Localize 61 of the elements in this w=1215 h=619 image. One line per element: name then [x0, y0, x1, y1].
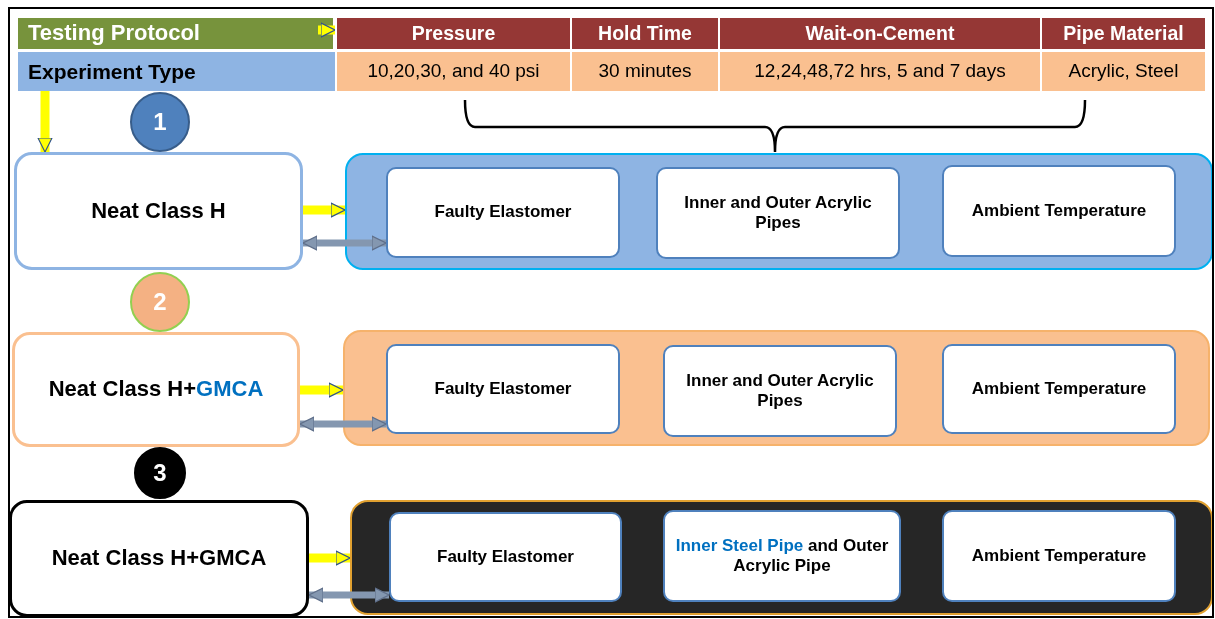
header-text: Wait-on-Cement — [805, 21, 955, 46]
step-number: 2 — [153, 287, 167, 317]
header-cell — [570, 18, 718, 49]
cell-text: 30 minutes — [598, 60, 692, 83]
header-text: Pressure — [411, 21, 496, 46]
condition-panel — [345, 153, 1213, 270]
table-cell — [18, 52, 335, 91]
header-text: Testing Protocol — [28, 20, 200, 47]
condition-box — [386, 167, 620, 258]
condition-box — [386, 344, 620, 434]
double-arrow — [308, 587, 390, 603]
header-cell — [718, 18, 1040, 49]
arrow — [309, 550, 351, 566]
condition-box — [942, 344, 1176, 434]
condition-text: Ambient Temperature — [971, 545, 1147, 567]
condition-box — [942, 165, 1176, 257]
table-cell — [570, 52, 718, 91]
condition-box — [656, 167, 900, 259]
condition-text: Inner and Outer Acrylic Pipes — [685, 370, 875, 412]
cell-text: 10,20,30, and 40 psi — [367, 60, 540, 83]
condition-text: Inner and Outer Acrylic Pipes — [683, 192, 873, 234]
header-cell — [18, 18, 335, 49]
table-cell — [1040, 52, 1205, 91]
step-number-circle — [134, 447, 186, 499]
condition-text: Faulty Elastomer — [437, 546, 574, 568]
step-number: 1 — [153, 107, 167, 137]
cell-text: Acrylic, Steel — [1068, 60, 1179, 83]
table-cell — [335, 52, 570, 91]
condition-box — [663, 510, 901, 602]
process-box — [14, 152, 303, 270]
box-label: Neat Class H — [91, 197, 226, 225]
cell-text: 12,24,48,72 hrs, 5 and 7 days — [754, 60, 1006, 83]
step-number-circle — [130, 92, 190, 152]
condition-text: Ambient Temperature — [971, 378, 1147, 400]
box-label: Neat Class H+GMCA — [51, 545, 267, 572]
header-text: Hold Time — [598, 21, 692, 46]
condition-panel — [343, 330, 1210, 446]
arrow — [300, 382, 344, 398]
table-cell — [718, 52, 1040, 91]
process-box — [9, 500, 309, 617]
step-number-circle — [130, 272, 190, 332]
double-arrow — [299, 416, 387, 432]
box-label: Neat Class H+GMCA — [48, 376, 264, 403]
condition-box — [389, 512, 622, 602]
condition-text: Inner Steel Pipe and Outer Acrylic Pipe — [674, 535, 890, 577]
condition-panel — [350, 500, 1213, 615]
row-label: Experiment Type — [28, 58, 196, 85]
header-cell — [335, 18, 570, 49]
condition-text: Faulty Elastomer — [434, 202, 572, 223]
arrow — [303, 202, 346, 218]
condition-text: Ambient Temperature — [971, 200, 1147, 222]
arrow — [37, 91, 53, 153]
header-cell — [1040, 18, 1205, 49]
step-number: 3 — [153, 458, 167, 488]
process-box — [12, 332, 300, 447]
condition-text: Faulty Elastomer — [434, 378, 572, 400]
condition-box — [942, 510, 1176, 602]
header-text: Pipe Material — [1063, 21, 1184, 46]
double-arrow — [302, 235, 387, 251]
condition-box — [663, 345, 897, 437]
arrow — [318, 22, 336, 38]
